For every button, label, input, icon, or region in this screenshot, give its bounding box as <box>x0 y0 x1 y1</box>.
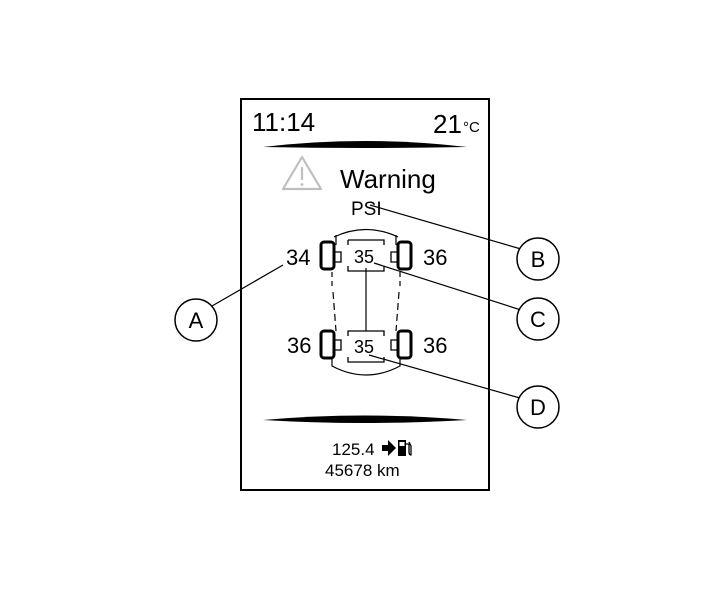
arrow-right-icon <box>382 440 396 456</box>
svg-text:D: D <box>530 395 546 420</box>
tire-front-left <box>319 240 336 271</box>
svg-text:B: B <box>531 247 546 272</box>
warning-triangle-icon <box>281 155 323 191</box>
clock-time: 11:14 <box>252 107 315 137</box>
callout-b: B <box>516 237 560 281</box>
tire-rear-right <box>396 329 413 360</box>
pressure-rear-left: 36 <box>287 333 311 358</box>
front-axle-bracket <box>335 239 397 272</box>
range-value: 125.4 <box>332 440 375 459</box>
svg-text:A: A <box>189 308 204 333</box>
car-outline <box>331 228 401 376</box>
pressure-rear-right: 36 <box>423 333 447 358</box>
pressure-unit: PSI <box>351 199 382 220</box>
fuel-pump-icon <box>398 440 412 456</box>
temperature-unit: °C <box>463 119 480 136</box>
callout-c: C <box>516 297 560 341</box>
bottom-divider <box>263 415 467 423</box>
pressure-front-left: 34 <box>286 245 310 270</box>
callout-leaders <box>211 204 522 399</box>
pressure-spare-rear: 35 <box>354 337 374 357</box>
pressure-spare-front: 35 <box>354 247 374 267</box>
tire-rear-left <box>319 329 336 360</box>
callout-d: D <box>516 385 560 429</box>
display-frame <box>240 98 490 491</box>
svg-text:C: C <box>530 307 546 332</box>
callout-a: A <box>174 298 218 342</box>
warning-label: Warning <box>340 164 436 194</box>
outside-temperature: 21 <box>433 109 462 139</box>
top-divider <box>263 141 467 148</box>
tire-front-right <box>396 240 413 271</box>
pressure-front-right: 36 <box>423 245 447 270</box>
odometer: 45678 km <box>325 461 400 480</box>
